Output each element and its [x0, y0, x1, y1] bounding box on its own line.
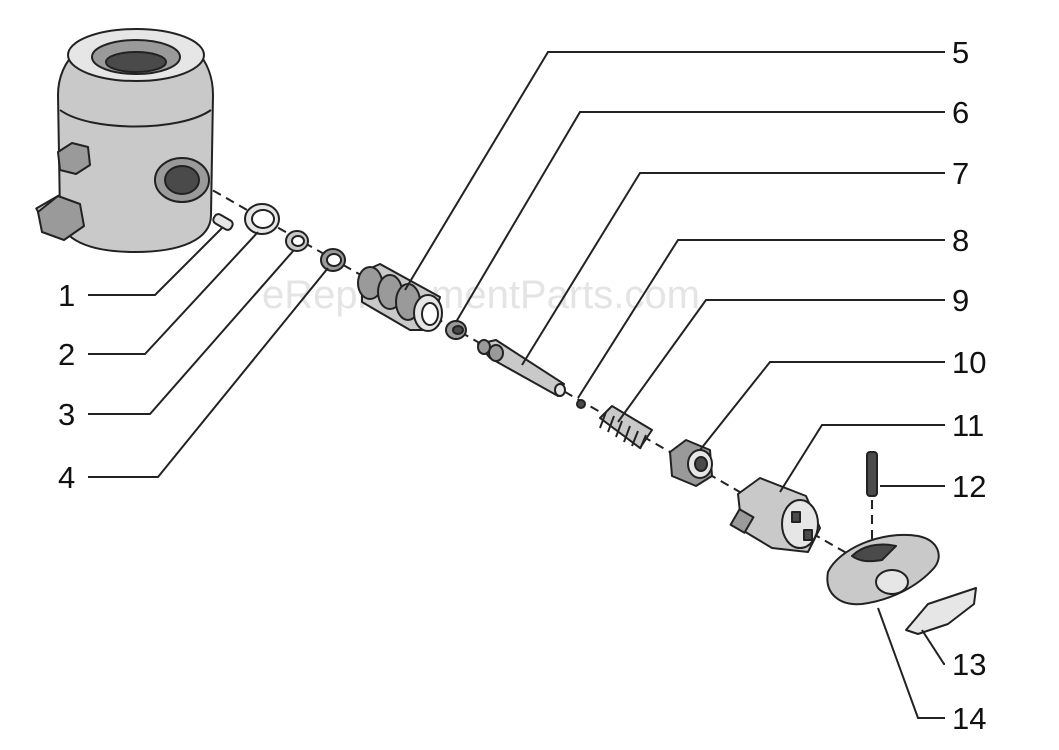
callout-14: 14 — [952, 701, 986, 736]
part-14-handle — [826, 533, 940, 606]
part-8-ball — [576, 399, 586, 409]
callout-5: 5 — [952, 35, 969, 70]
callout-11: 11 — [952, 408, 984, 443]
callout-12: 12 — [952, 469, 986, 504]
part-1-pin — [212, 213, 234, 231]
assembly-axis — [199, 182, 851, 556]
callout-2: 2 — [58, 337, 75, 372]
part-5-valve-body — [357, 263, 443, 332]
part-7-stem — [477, 339, 566, 397]
callout-8: 8 — [952, 223, 969, 258]
part-4-o-ring — [320, 248, 346, 272]
part-2-ring — [244, 203, 280, 235]
leader-lines — [88, 51, 945, 719]
callout-6: 6 — [952, 95, 969, 130]
part-11-cam-housing — [729, 477, 821, 553]
callout-7: 7 — [952, 156, 969, 191]
part-12-pin — [866, 451, 878, 497]
part-6-seat — [445, 320, 467, 340]
callout-1: 1 — [58, 278, 75, 313]
callout-10: 10 — [952, 345, 986, 380]
callout-13: 13 — [952, 647, 986, 682]
part-3-washer — [285, 230, 309, 252]
part-13-plate — [905, 587, 977, 635]
part-9-spring — [599, 405, 653, 450]
callout-4: 4 — [58, 460, 75, 495]
callout-9: 9 — [952, 283, 969, 318]
pump-housing — [35, 28, 214, 253]
part-10-retainer — [669, 439, 713, 487]
callout-3: 3 — [58, 397, 75, 432]
